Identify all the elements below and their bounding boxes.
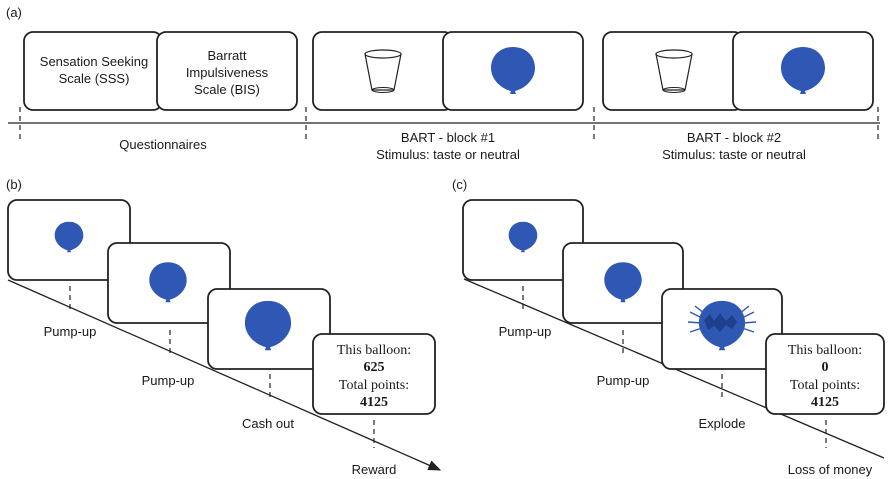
step-pump-up-2: Pump-up <box>142 373 195 388</box>
explode-screen <box>661 288 783 370</box>
sss-label-line2: Scale (SSS) <box>59 71 130 86</box>
total-points-label: Total points: <box>790 378 860 393</box>
total-points-value: 4125 <box>811 395 839 410</box>
time-arrow <box>7 279 442 471</box>
pump-screen-1 <box>462 199 584 281</box>
total-points-value: 4125 <box>360 395 388 410</box>
panel-a-label: (a) <box>6 5 22 20</box>
panel-b-label: (b) <box>6 177 22 192</box>
step-explode: Explode <box>699 416 746 431</box>
block2-title: BART - block #2 <box>687 130 781 145</box>
bis-label-line3: Scale (BIS) <box>194 82 260 97</box>
pump-screen-3 <box>207 288 331 370</box>
pump-screen-2 <box>107 242 231 324</box>
step-pump-up-2: Pump-up <box>597 373 650 388</box>
sss-label-line1: Sensation Seeking <box>40 54 148 69</box>
this-balloon-value: 0 <box>822 360 829 375</box>
step-pump-up-1: Pump-up <box>499 324 552 339</box>
this-balloon-value: 625 <box>364 360 385 375</box>
total-points-label: Total points: <box>339 378 409 393</box>
panel-c-label: (c) <box>452 177 467 192</box>
block1-subtitle: Stimulus: taste or neutral <box>376 147 520 162</box>
block2-cup-box <box>602 31 744 111</box>
step-pump-up-1: Pump-up <box>44 324 97 339</box>
block2-subtitle: Stimulus: taste or neutral <box>662 147 806 162</box>
questionnaires-label: Questionnaires <box>119 137 207 152</box>
bis-label-line1: Barratt <box>207 48 246 63</box>
this-balloon-label: This balloon: <box>337 343 411 358</box>
loss-screen: This balloon: 0 Total points: 4125 <box>765 333 885 415</box>
step-reward: Reward <box>352 462 397 477</box>
step-cash-out: Cash out <box>242 416 294 431</box>
block2-balloon-box <box>732 31 874 111</box>
block1-title: BART - block #1 <box>401 130 495 145</box>
bis-box: Barratt Impulsiveness Scale (BIS) <box>156 31 298 111</box>
this-balloon-label: This balloon: <box>788 343 862 358</box>
sss-box: Sensation Seeking Scale (SSS) <box>23 31 163 111</box>
reward-screen: This balloon: 625 Total points: 4125 <box>312 333 436 415</box>
block1-balloon-box <box>442 31 584 111</box>
pump-screen-2 <box>562 242 684 324</box>
exploding-balloon-icon <box>687 300 757 351</box>
step-loss-of-money: Loss of money <box>788 462 873 477</box>
block1-cup-box <box>312 31 454 111</box>
bis-label-line2: Impulsiveness <box>186 65 269 80</box>
pump-screen-1 <box>7 199 131 281</box>
